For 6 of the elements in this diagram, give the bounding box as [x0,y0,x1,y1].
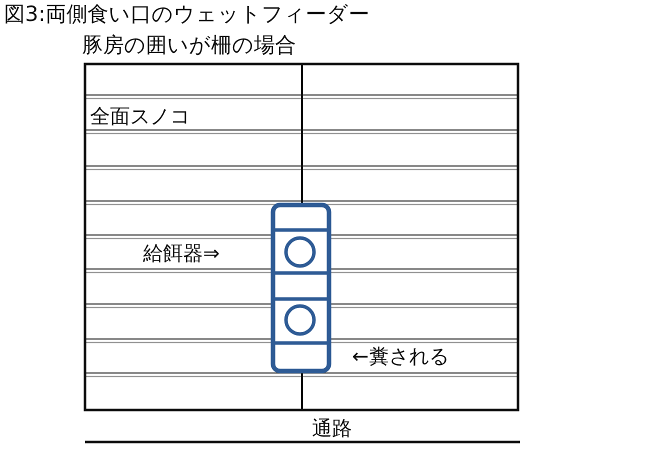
note-label: ←糞される [352,346,449,366]
subtitle: 豚房の囲いが柵の場合 [82,35,296,56]
title: 図3:両側食い口のウェットフィーダー [4,4,370,25]
area-label: 全面スノコ [90,106,190,126]
feeder-label: 給餌器⇒ [143,243,220,263]
aisle-label: 通路 [312,418,352,438]
